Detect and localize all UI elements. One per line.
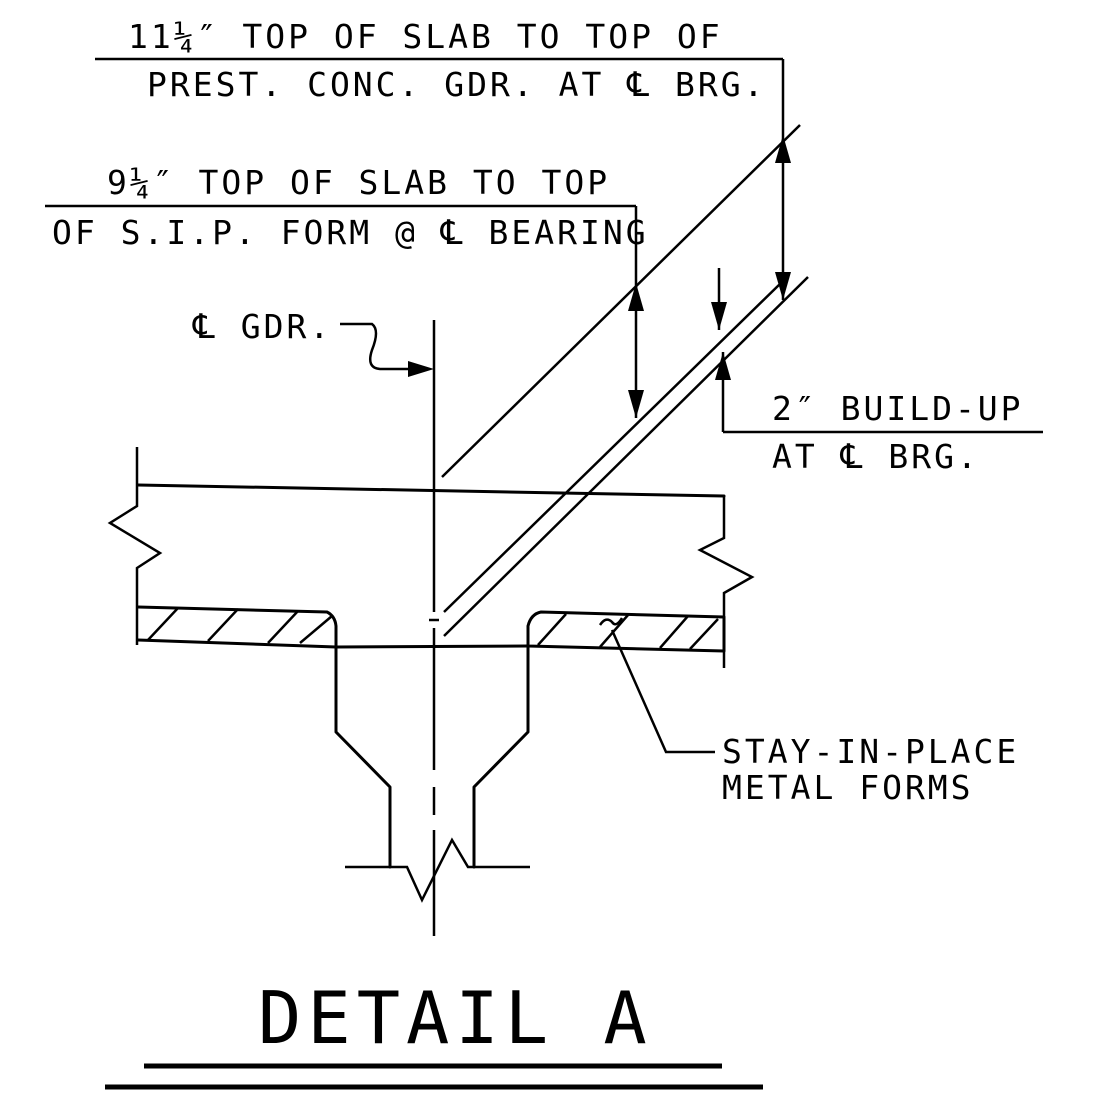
callout-forms-line2: METAL FORMS [722, 768, 974, 807]
callout-top-to-girder-line1: 11¼″ TOP OF SLAB TO TOP OF [128, 17, 723, 56]
form-right-outline [526, 610, 726, 653]
stay-in-place-forms [136, 605, 726, 653]
callout-forms: STAY-IN-PLACE METAL FORMS [598, 617, 1019, 807]
girder-right-face [472, 644, 530, 869]
callout-buildup: 2″ BUILD-UP AT ℄ BRG. [711, 268, 1043, 477]
squiggle [598, 617, 624, 626]
callout-girder-centerline: ℄ GDR. [192, 307, 434, 377]
skew-lines [441, 124, 809, 637]
top-of-slab-line [441, 124, 801, 478]
girder-left-face [334, 645, 392, 869]
callout-top-to-form: 9¼″ TOP OF SLAB TO TOP OF S.I.P. FORM @ … [45, 163, 649, 418]
form-left-outline [136, 605, 338, 649]
deck-slab [107, 447, 755, 668]
girder-centerline [429, 320, 439, 936]
callout-top-to-form-line2: OF S.I.P. FORM @ ℄ BEARING [52, 213, 649, 253]
callout-buildup-line2: AT ℄ BRG. [772, 437, 980, 477]
arrow-up-icon [628, 283, 644, 311]
callout-top-to-form-line1: 9¼″ TOP OF SLAB TO TOP [107, 163, 610, 202]
arrow-down-icon [775, 272, 791, 300]
callout-girder-centerline-label: ℄ GDR. [192, 307, 332, 347]
leader-line [340, 322, 410, 371]
hatch [659, 615, 689, 649]
break-symbol-right [697, 496, 755, 668]
detail-title: DETAIL A [105, 976, 763, 1090]
arrow-down-icon [628, 390, 644, 418]
title-text: DETAIL A [258, 976, 653, 1060]
callout-forms-line1: STAY-IN-PLACE [722, 732, 1019, 771]
prestressed-girder [334, 644, 530, 903]
hatch [537, 613, 567, 646]
break-symbol-bottom [345, 837, 530, 903]
callout-buildup-line1: 2″ BUILD-UP [772, 389, 1024, 428]
hatch [299, 615, 333, 644]
hatch [689, 618, 719, 650]
break-symbol-left [107, 447, 163, 645]
arrow-up-icon [775, 135, 791, 163]
slab-top-line [136, 483, 726, 498]
slab-soffit-line [334, 644, 530, 649]
arrow-right-icon [408, 361, 434, 377]
form-line-upper [443, 281, 783, 613]
arrow-up-icon [715, 352, 731, 380]
callout-top-to-girder-line2: PREST. CONC. GDR. AT ℄ BRG. [147, 65, 766, 105]
form-line-lower [443, 276, 809, 637]
hatch [147, 607, 179, 641]
leader-line [610, 629, 715, 754]
hatch [267, 610, 299, 644]
arrow-down-icon [711, 302, 727, 330]
hatch [207, 608, 239, 642]
callout-top-to-girder: 11¼″ TOP OF SLAB TO TOP OF PREST. CONC. … [95, 17, 791, 300]
hatch [599, 614, 629, 648]
